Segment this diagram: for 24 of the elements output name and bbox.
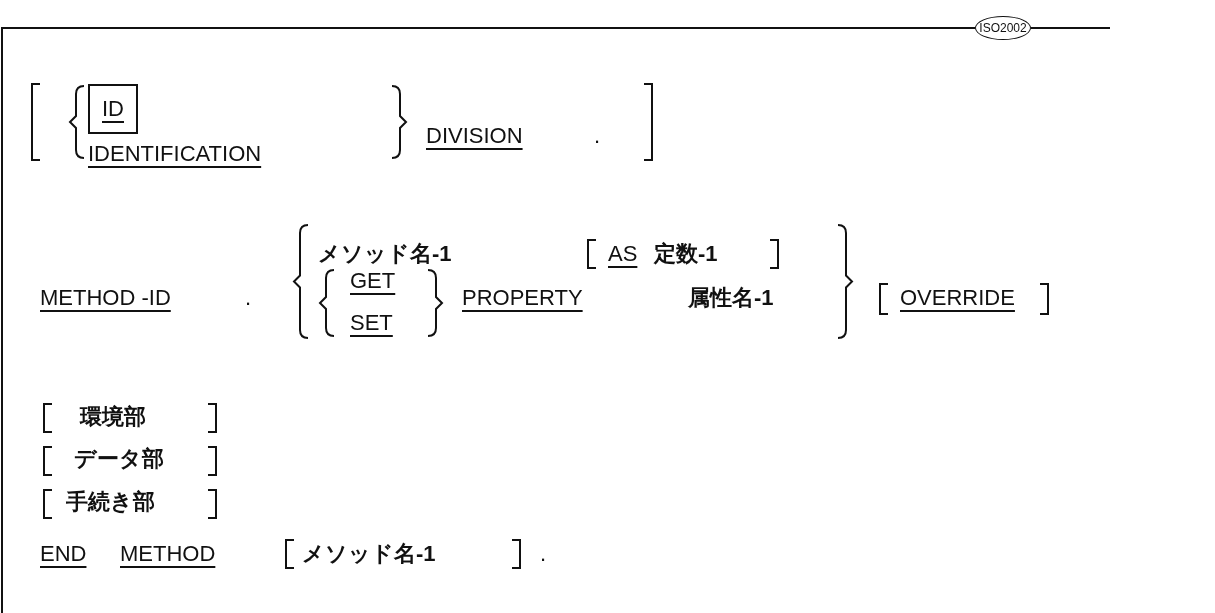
syntax-period: . bbox=[245, 286, 252, 311]
syntax-period: . bbox=[540, 542, 547, 567]
keyword-box bbox=[88, 84, 138, 134]
badge-text: ISO2002 bbox=[979, 21, 1027, 35]
syntax-term: メソッド名-1 bbox=[318, 242, 452, 267]
syntax-term: 定数-1 bbox=[654, 242, 718, 267]
standard-badge bbox=[975, 16, 1031, 40]
syntax-keyword: DIVISION bbox=[426, 124, 523, 149]
syntax-keyword: METHOD bbox=[120, 542, 216, 567]
syntax-term: 手続き部 bbox=[66, 490, 155, 515]
syntax-keyword: PROPERTY bbox=[462, 286, 583, 311]
syntax-period: . bbox=[594, 124, 601, 149]
syntax-term: メソッド名-1 bbox=[302, 542, 436, 567]
syntax-keyword: IDENTIFICATION bbox=[88, 142, 262, 167]
syntax-term: 属性名-1 bbox=[688, 286, 774, 311]
syntax-keyword: OVERRIDE bbox=[900, 286, 1015, 311]
syntax-term: 環境部 bbox=[80, 405, 146, 430]
syntax-keyword: ID bbox=[102, 96, 124, 122]
syntax-keyword: END bbox=[40, 542, 87, 567]
syntax-keyword: METHOD -ID bbox=[40, 286, 171, 311]
syntax-term: データ部 bbox=[74, 447, 164, 472]
syntax-keyword: SET bbox=[350, 311, 393, 336]
syntax-keyword: GET bbox=[350, 269, 396, 294]
syntax-keyword: AS bbox=[608, 242, 638, 267]
